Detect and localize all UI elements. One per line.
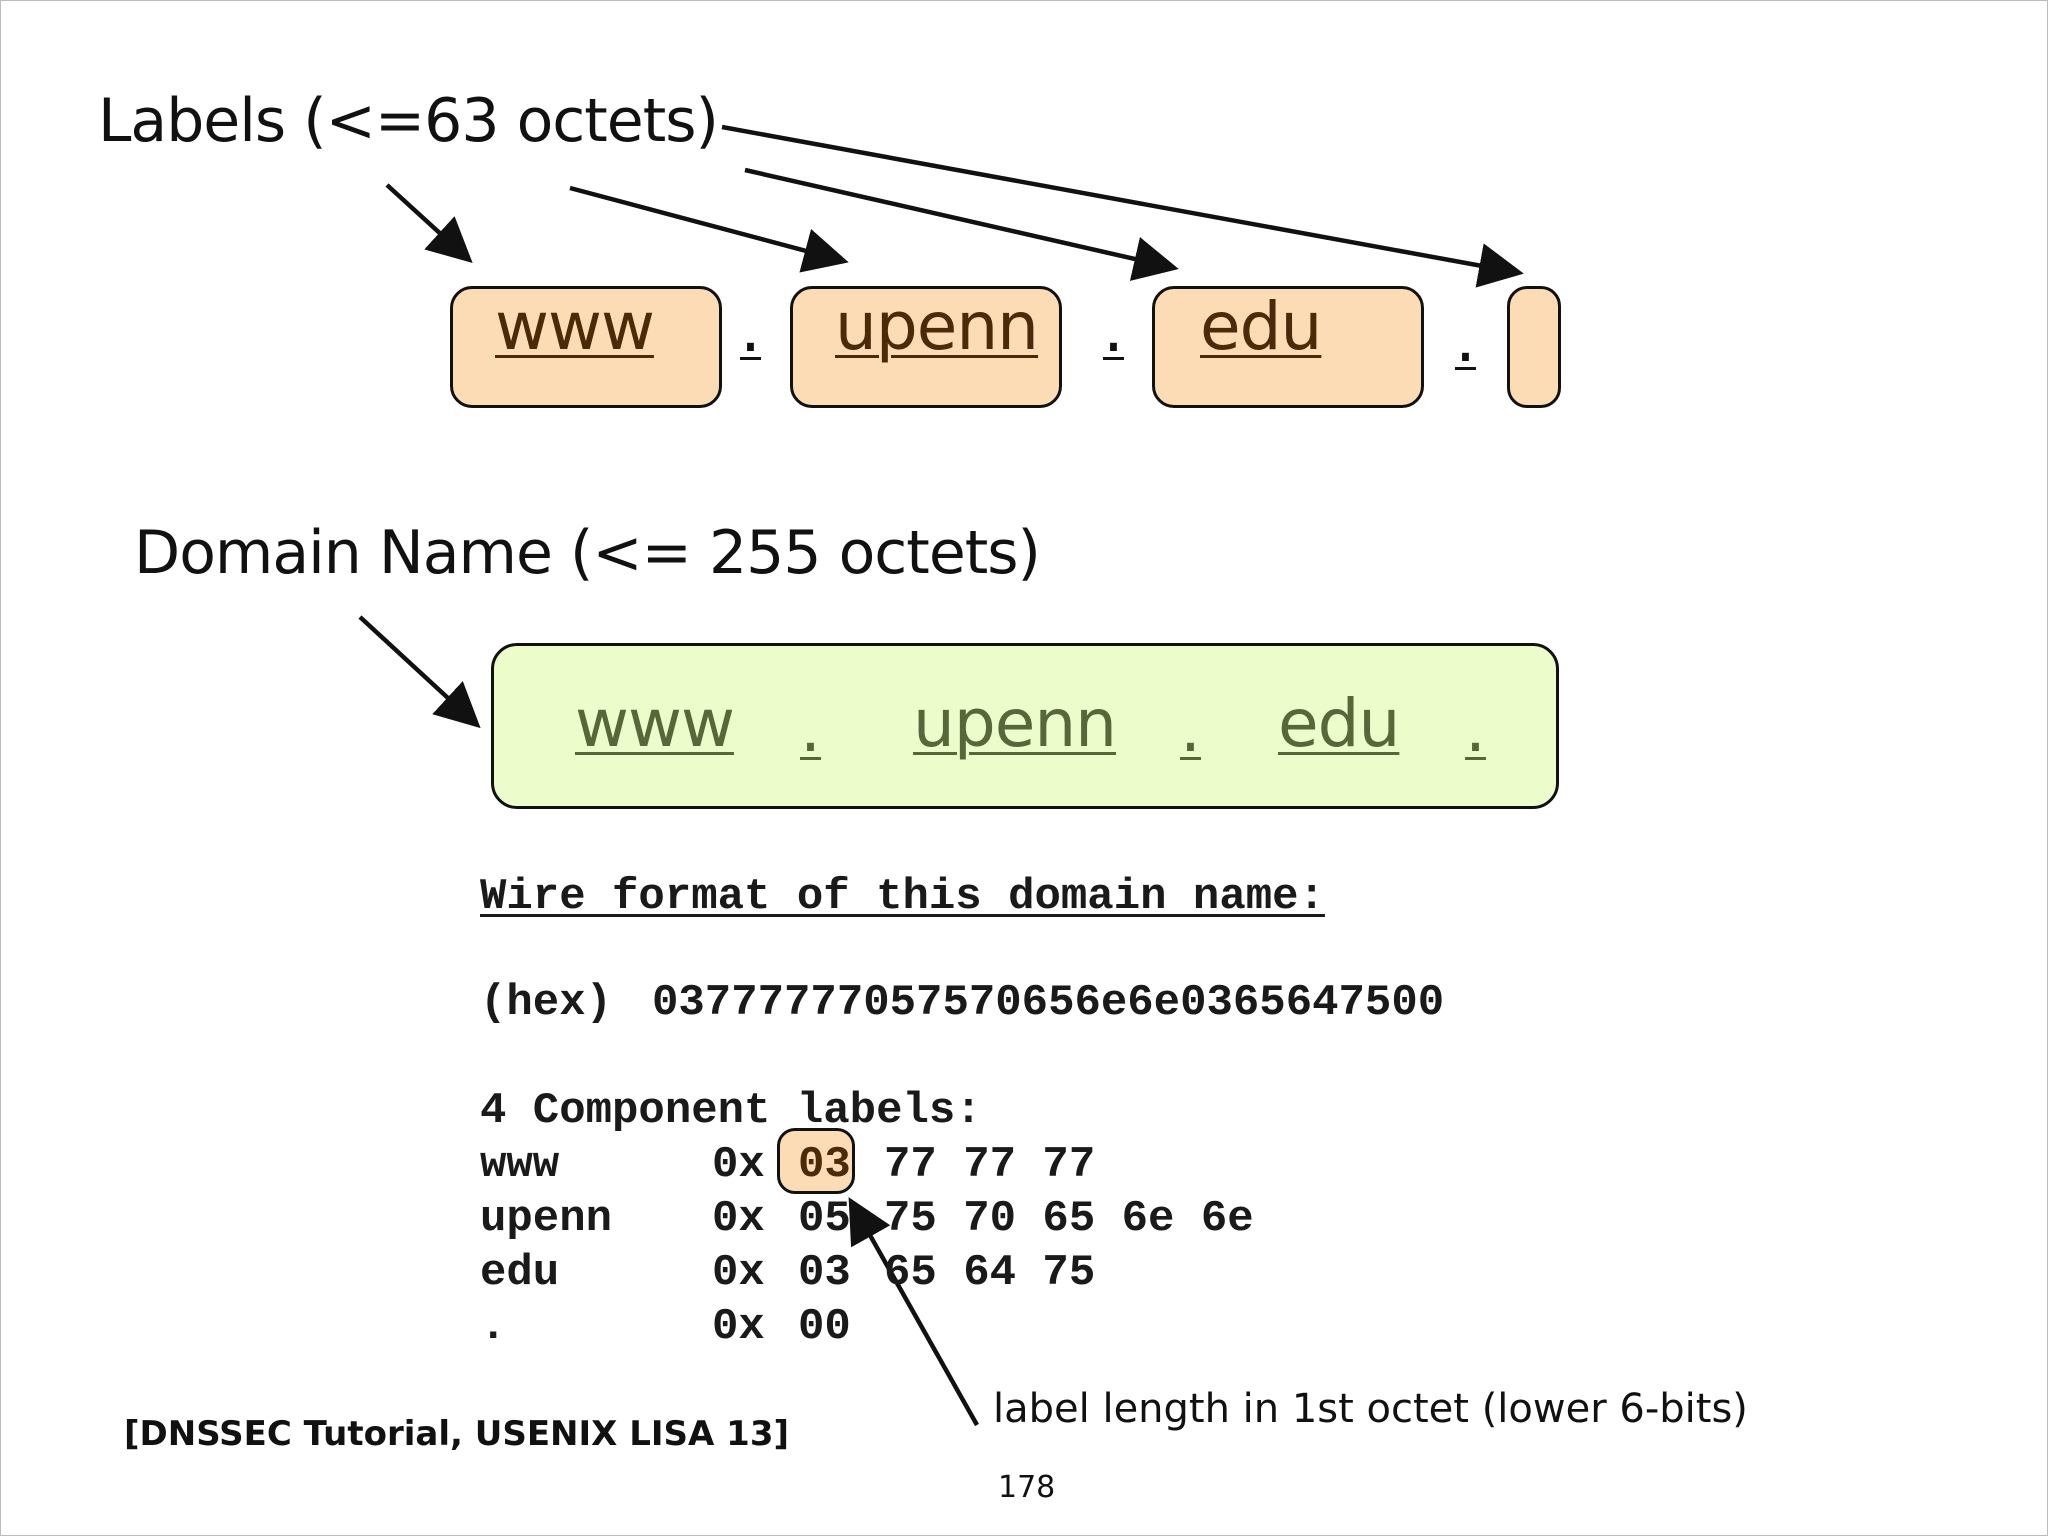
label-text-www: www <box>495 288 655 365</box>
row-length: 05 <box>798 1194 851 1244</box>
row-name: . <box>480 1302 507 1352</box>
row-prefix: 0x <box>712 1194 765 1244</box>
label-box-root <box>1507 286 1561 408</box>
labels-title: Labels (<=63 octets) <box>98 86 719 156</box>
row-length: 03 <box>798 1248 851 1298</box>
row-name: edu <box>480 1248 560 1298</box>
label-box-www <box>450 286 722 408</box>
row-bytes: 65 64 75 <box>884 1248 1096 1298</box>
arrow-to-root-label <box>721 124 1524 288</box>
row-length: 00 <box>798 1302 851 1352</box>
wire-heading: Wire format of this domain name: <box>480 872 1325 922</box>
arrow-to-length-octet <box>848 1197 979 1427</box>
label-text-edu: edu <box>1200 288 1322 365</box>
arrow-to-upenn-label <box>569 185 849 273</box>
domain-part-www: www <box>575 685 735 762</box>
domain-part-upenn: upenn <box>913 685 1117 762</box>
label-box-edu <box>1152 286 1424 408</box>
length-octet-highlight <box>777 1128 855 1194</box>
citation: [DNSSEC Tutorial, USENIX LISA 13] <box>124 1414 790 1454</box>
label-dot-1: . <box>740 290 761 367</box>
domain-box <box>491 643 1559 809</box>
components-title: 4 Component labels: <box>480 1086 982 1136</box>
arrow-to-domain-box <box>358 615 481 729</box>
domain-part-edu: edu <box>1278 685 1400 762</box>
row-bytes: 77 77 77 <box>884 1140 1096 1190</box>
domain-dot-3: . <box>1465 690 1486 767</box>
row-bytes: 75 70 65 6e 6e <box>884 1194 1254 1244</box>
arrow-to-www-label <box>385 183 473 264</box>
hex-value: 03777777057570656e6e0365647500 <box>652 978 1445 1028</box>
page-number: 178 <box>998 1470 1056 1505</box>
domain-title: Domain Name (<= 255 octets) <box>134 518 1041 588</box>
length-annotation: label length in 1st octet (lower 6-bits) <box>993 1386 1748 1432</box>
label-box-upenn <box>790 286 1062 408</box>
row-name: upenn <box>480 1194 613 1244</box>
row-prefix: 0x <box>712 1248 765 1298</box>
domain-dot-2: . <box>1180 690 1201 767</box>
label-dot-2: . <box>1103 290 1124 367</box>
domain-dot-1: . <box>800 690 821 767</box>
arrow-to-edu-label <box>744 167 1179 281</box>
hex-label: (hex) <box>480 978 613 1028</box>
row-prefix: 0x <box>712 1140 765 1190</box>
row-name: www <box>480 1140 560 1190</box>
label-dot-3: . <box>1455 300 1476 377</box>
row-length: 03 <box>798 1140 851 1190</box>
row-prefix: 0x <box>712 1302 765 1352</box>
label-text-upenn: upenn <box>835 288 1039 365</box>
